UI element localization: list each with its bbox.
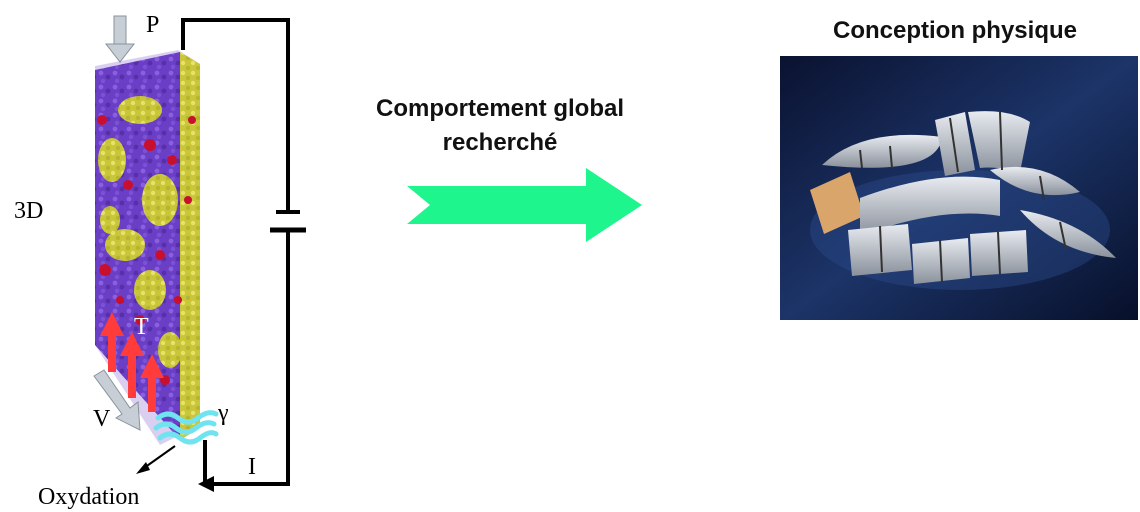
oxidation-label: Oxydation — [38, 484, 140, 510]
photo-title: Conception physique — [832, 17, 1077, 44]
electric-circuit — [181, 18, 306, 486]
velocity-arrow — [93, 369, 141, 431]
arrow-caption-line2: recherché — [442, 129, 558, 156]
brake-pad-parts-photo — [780, 56, 1138, 320]
pressure-label: P — [146, 12, 160, 38]
radiation-waves — [153, 410, 219, 445]
temperature-label: T — [134, 314, 149, 340]
radiation-label: γ — [218, 400, 229, 426]
current-arrowhead — [198, 476, 214, 492]
current-label: I — [248, 454, 256, 480]
dimension-label: 3D — [14, 198, 44, 224]
big-green-arrow — [407, 168, 642, 242]
particle-specimen-3d — [95, 50, 200, 445]
pressure-arrow — [104, 15, 136, 63]
arrow-caption-line1: Comportement global — [375, 95, 624, 122]
oxidation-arrow — [136, 445, 176, 474]
arrow-caption: Comportement global recherché — [330, 92, 670, 160]
heat-arrows — [100, 312, 164, 412]
velocity-label: V — [93, 406, 111, 432]
